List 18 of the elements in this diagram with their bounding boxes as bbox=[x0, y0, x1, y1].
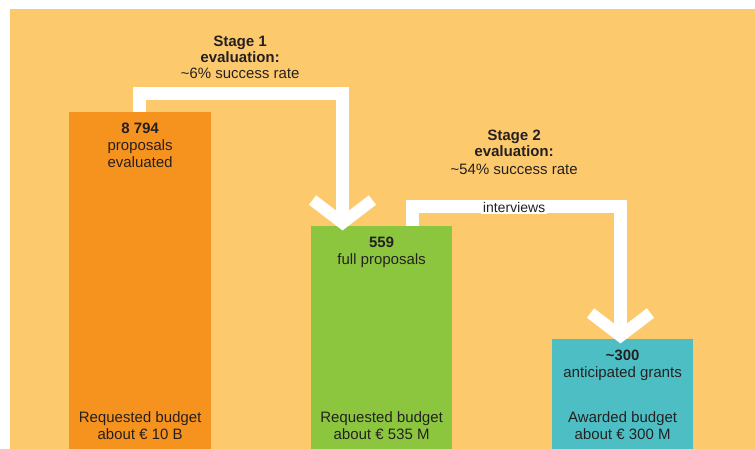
stage-heading: Stage 1 evaluation: bbox=[199, 34, 281, 66]
budget-text: Requested budget about € 535 M bbox=[319, 409, 444, 443]
stage-heading: Stage 2 evaluation: bbox=[473, 128, 555, 160]
bar-block bbox=[311, 226, 452, 449]
budget-text: Awarded budget about € 300 M bbox=[567, 409, 678, 443]
bar-block bbox=[69, 112, 211, 449]
count-value: 559 bbox=[368, 234, 394, 251]
budget-text: Requested budget about € 10 B bbox=[78, 409, 202, 443]
count-value: ~300 bbox=[606, 347, 640, 364]
bar-block bbox=[552, 339, 693, 449]
success-rate-text: ~6% success rate bbox=[180, 66, 300, 82]
count-caption: full proposals bbox=[337, 251, 426, 268]
count-value: 8 794 bbox=[121, 120, 159, 137]
count-caption: proposals evaluated bbox=[106, 137, 174, 171]
flow-arrow bbox=[133, 87, 378, 229]
success-rate-text: ~54% success rate bbox=[450, 162, 578, 178]
edge-label: interviews bbox=[480, 200, 548, 214]
count-caption: anticipated grants bbox=[563, 364, 682, 381]
